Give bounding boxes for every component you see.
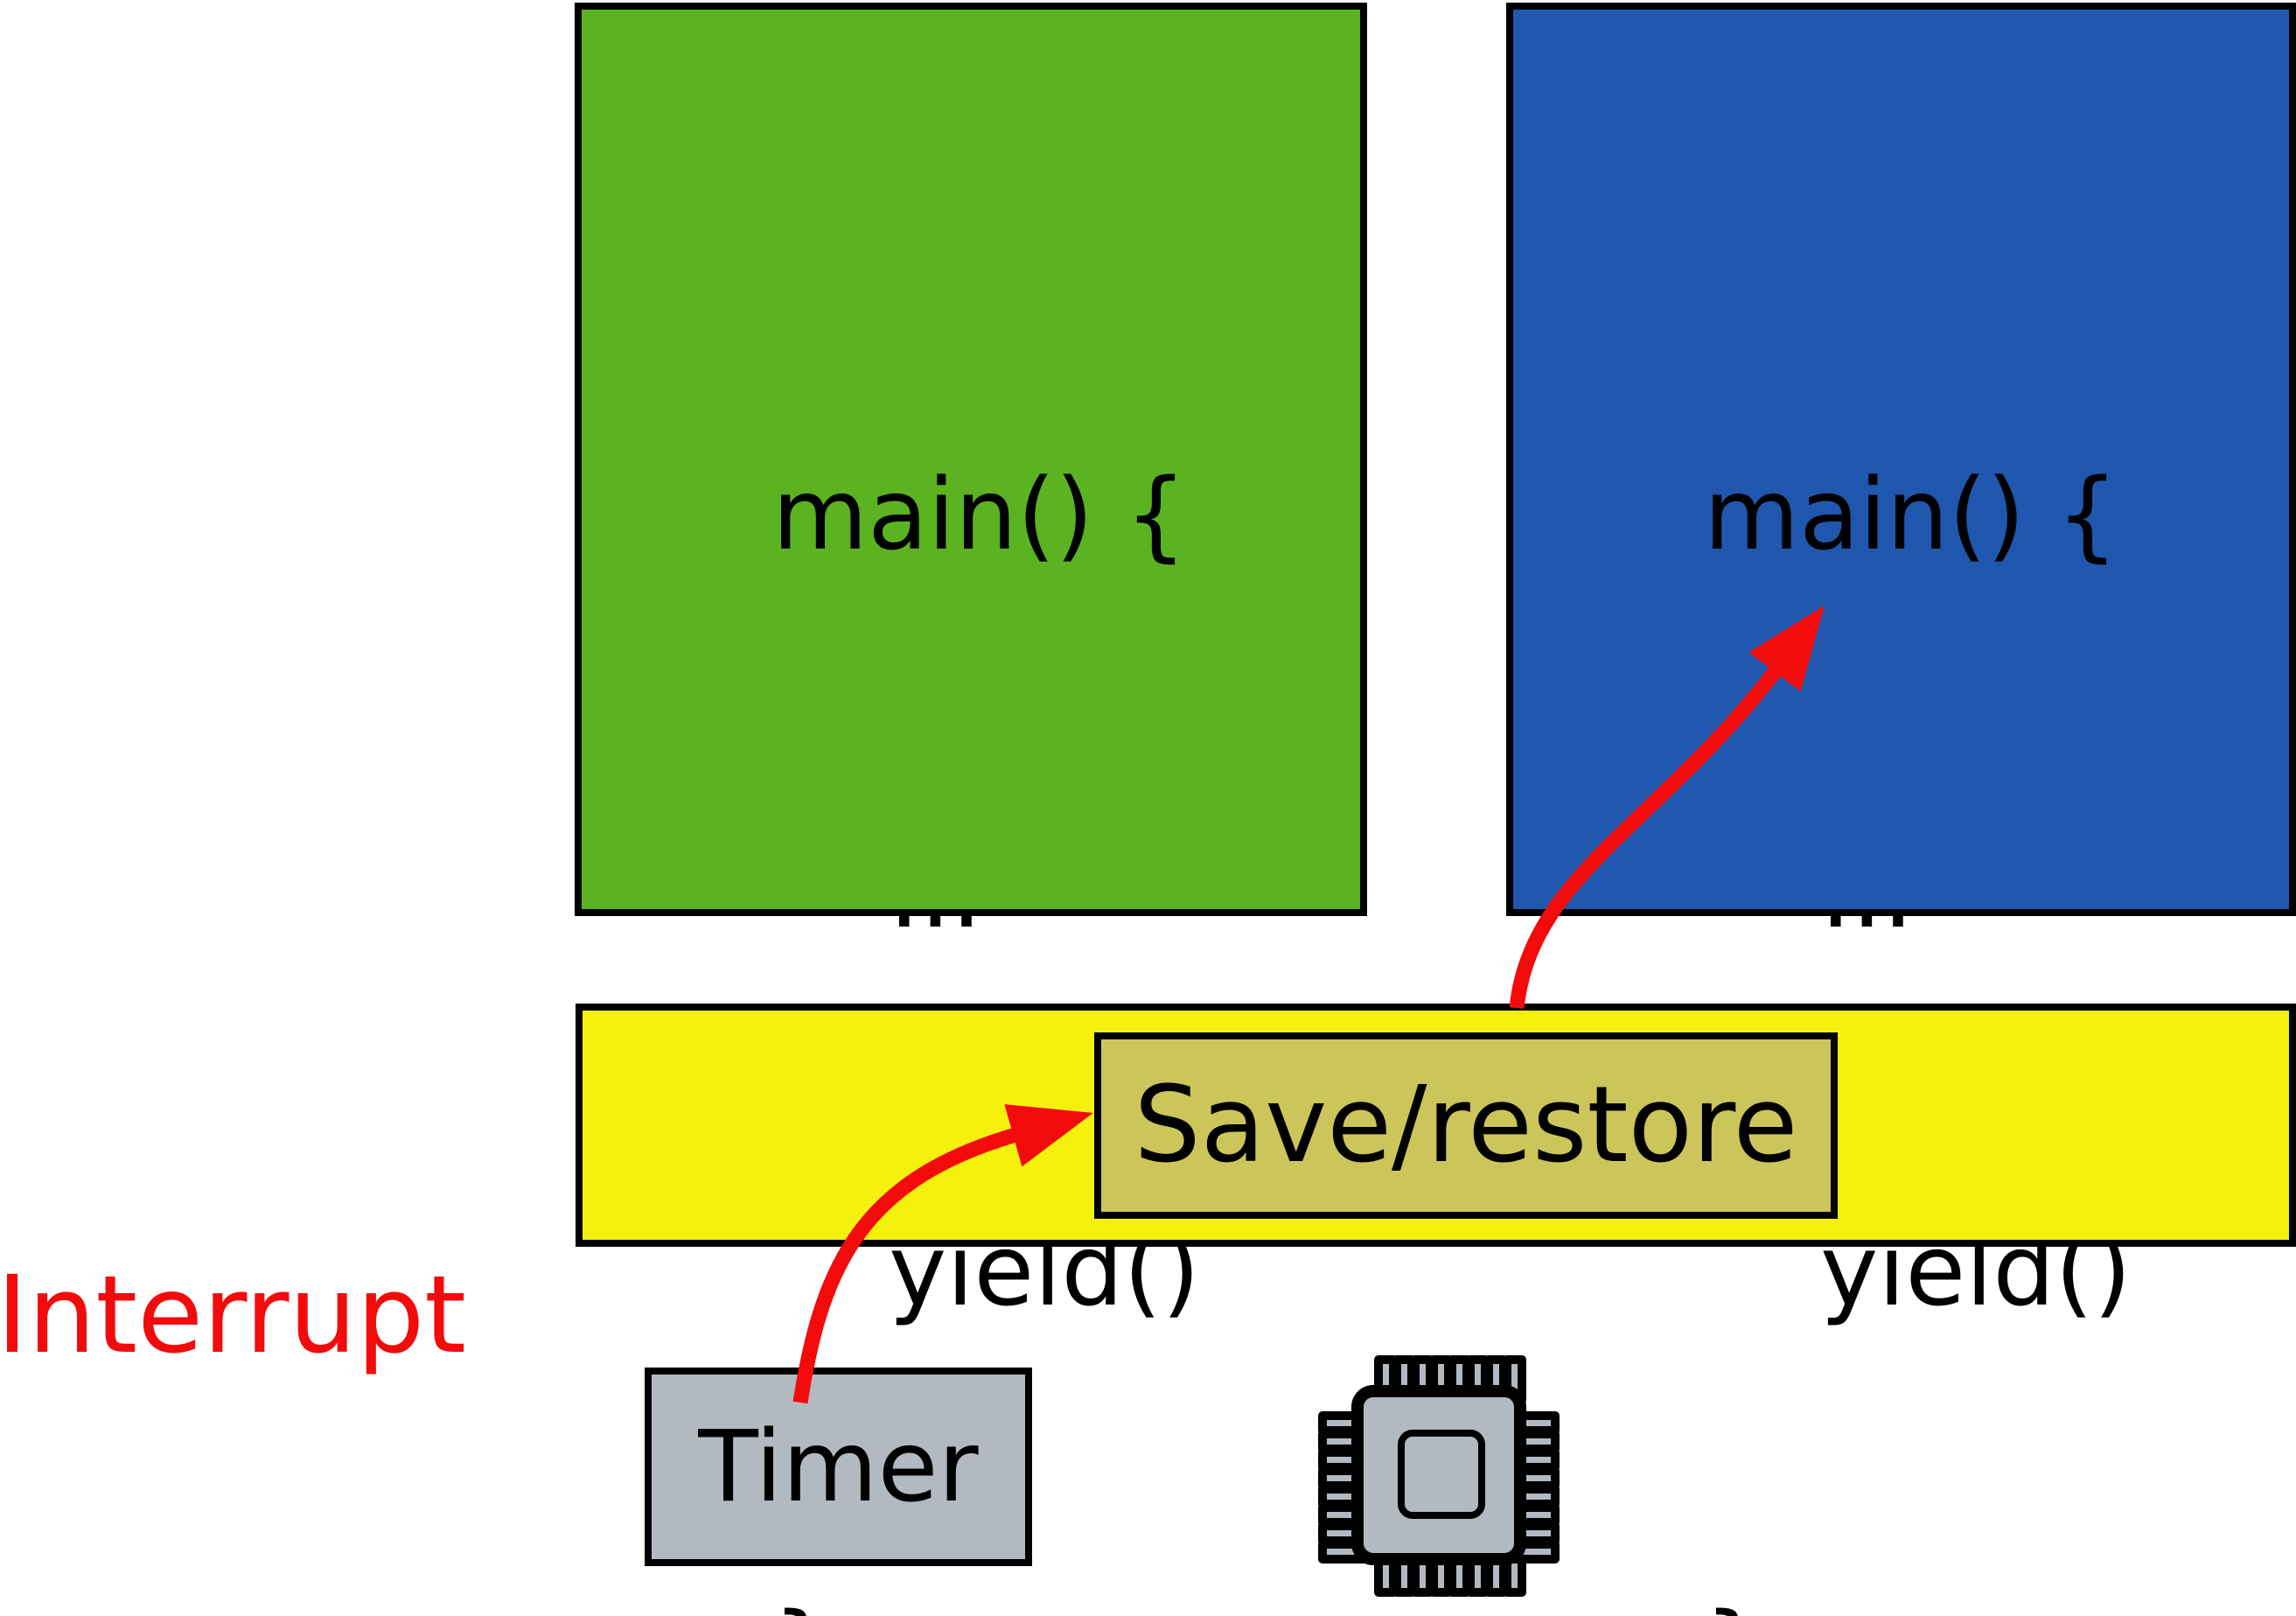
save-restore-label: Save/restore [1134,1065,1798,1186]
code-line: main() { [772,458,1188,572]
cpu-chip-icon [1318,1355,1560,1597]
task-box-blue: main() { ... yield() } [1506,3,2296,1616]
code-line: } [1704,1586,2132,1616]
code-line: } [772,1586,1200,1616]
cpu-chip-die [1398,1430,1485,1519]
timer-box: Timer [645,1368,1032,1566]
code-block: main() { ... yield() } [1704,200,2132,1616]
code-line: ... [889,836,982,950]
task-box-green: main() { ... yield() } [575,3,1367,1616]
interrupt-label: Interrupt [0,1253,466,1377]
code-line: ... [1820,836,1914,950]
timer-label: Timer [698,1410,979,1524]
save-restore-box: Save/restore [1094,1032,1838,1219]
code-line: main() { [1704,458,2119,572]
